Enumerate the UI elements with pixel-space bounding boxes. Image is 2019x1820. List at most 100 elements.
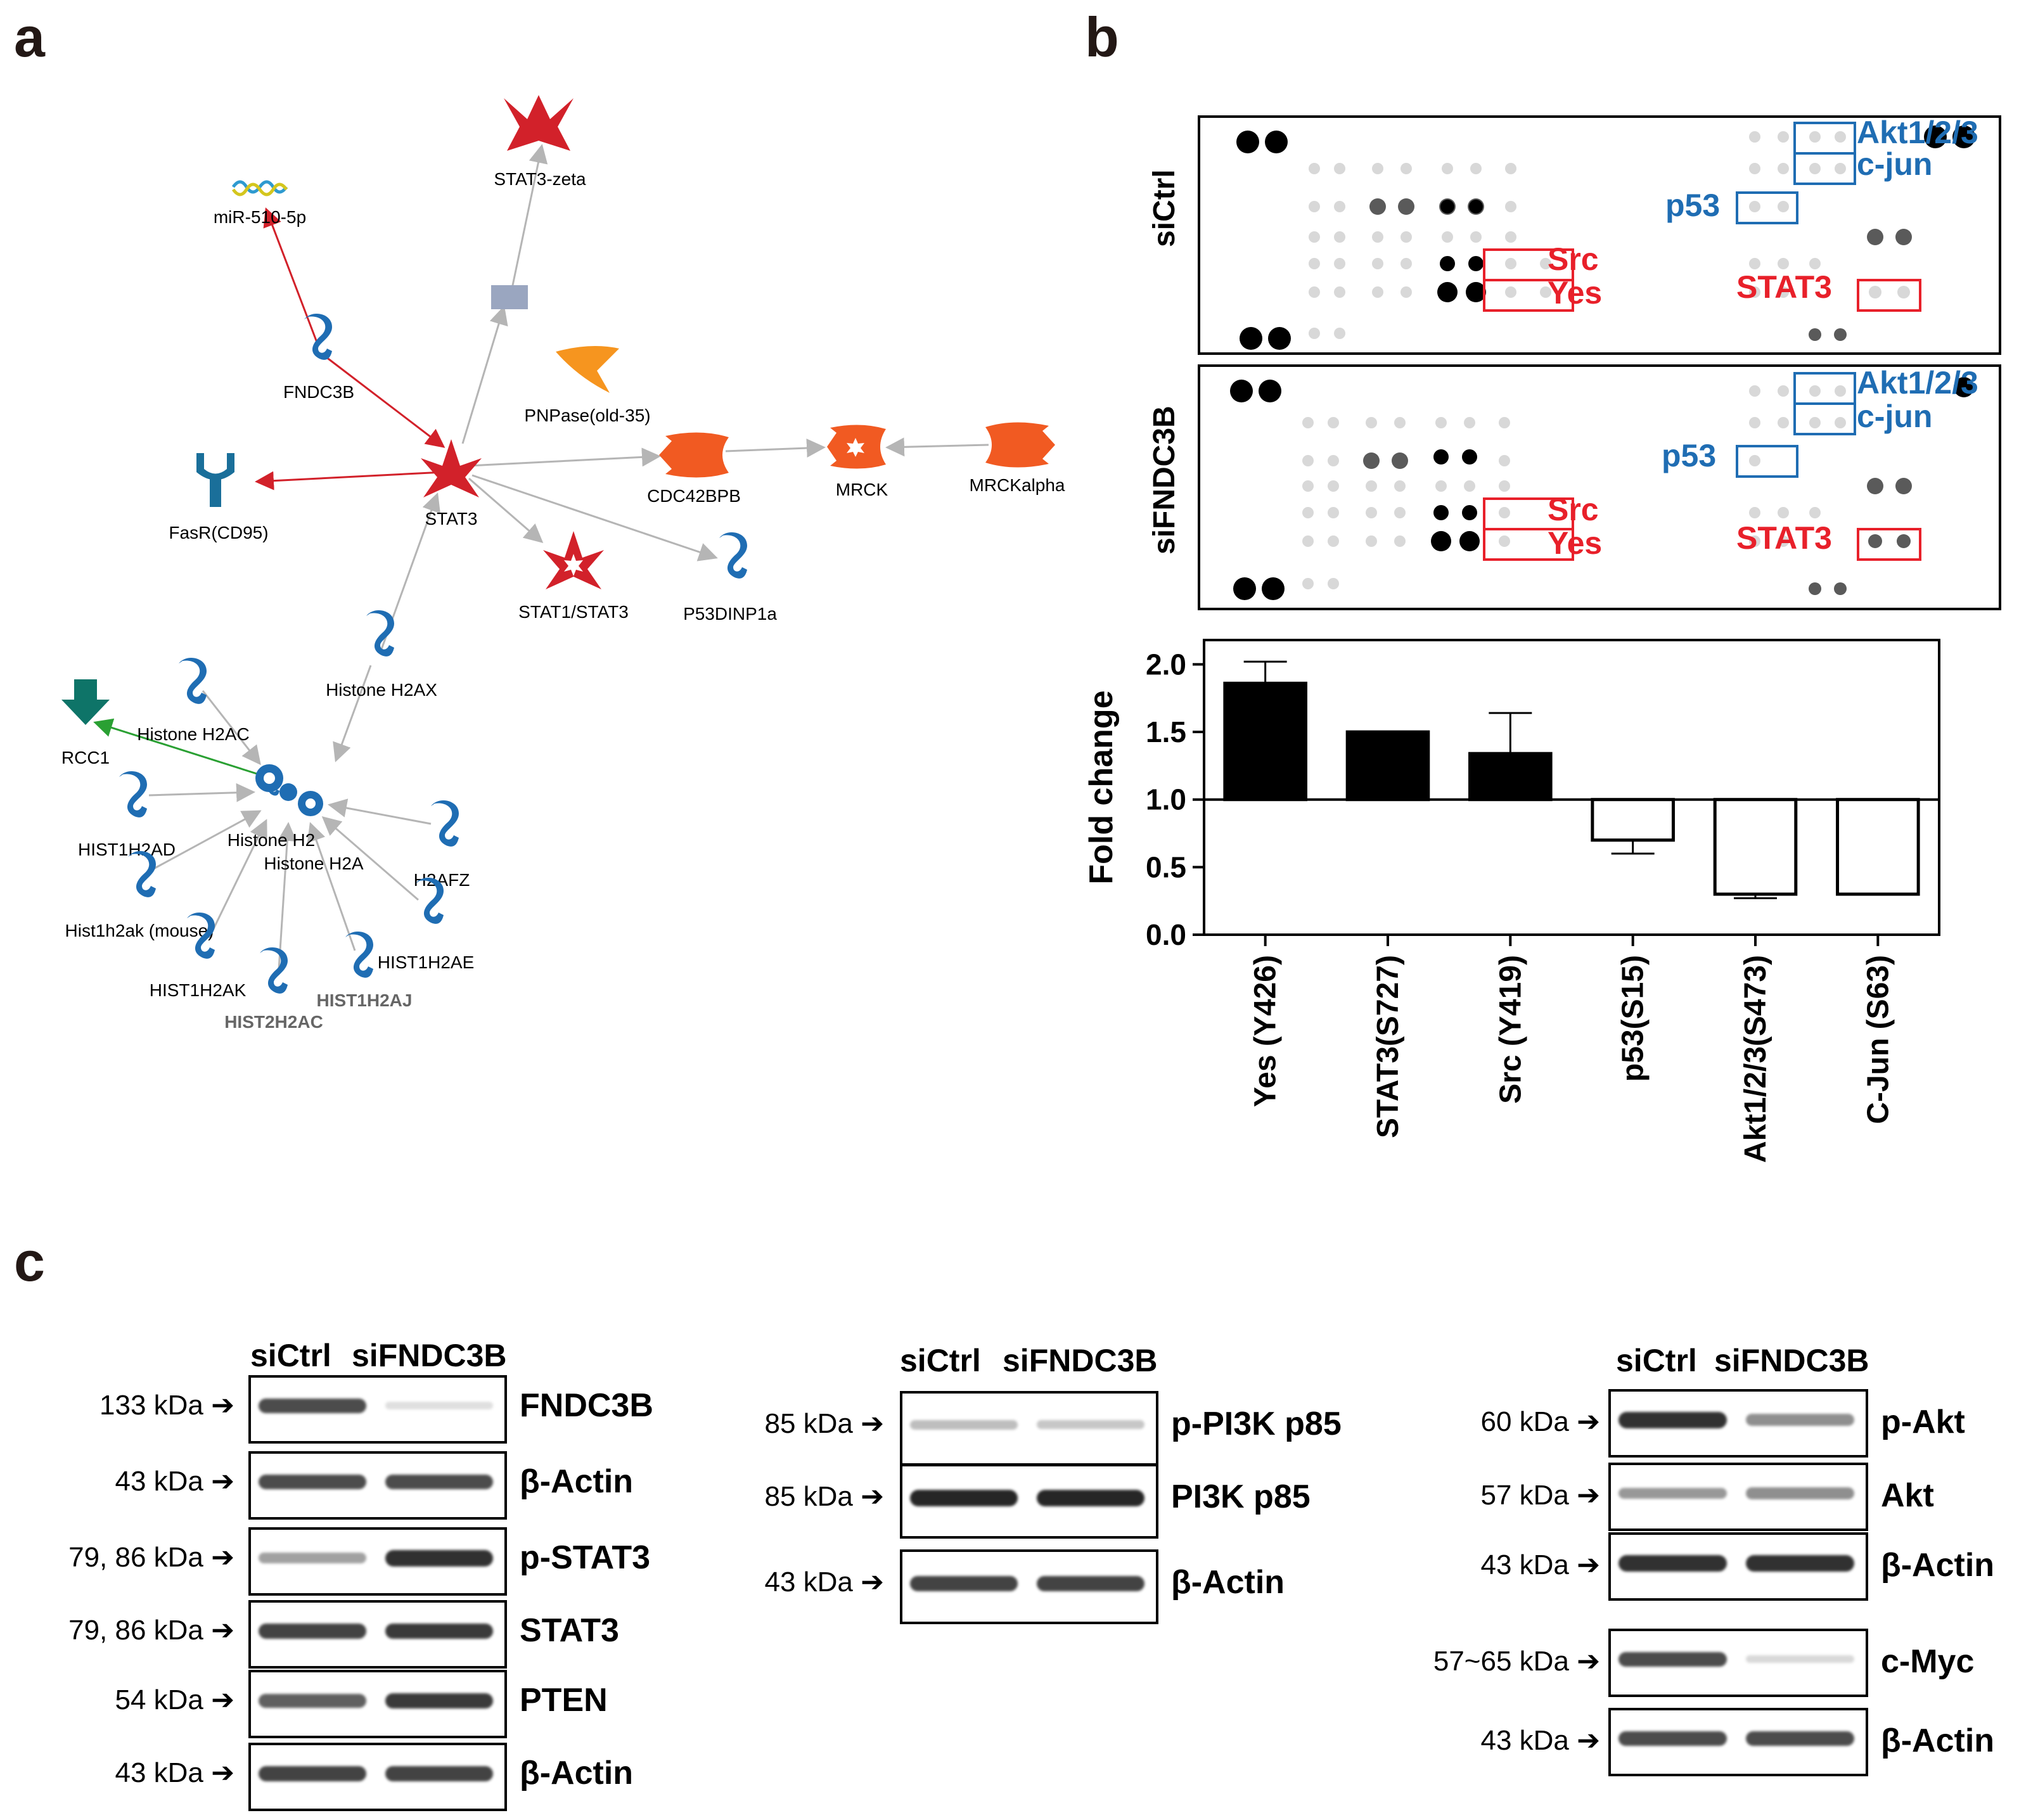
plot-frame (1203, 639, 1940, 936)
label-stat3-sictrl: STAT3 (1736, 269, 1832, 305)
protein-band (385, 1550, 493, 1567)
node-label-fndc3b: FNDC3B (283, 382, 354, 402)
molecular-weight-label: 85 kDa ➔ (764, 1408, 884, 1439)
protein-band (1746, 1655, 1854, 1663)
protein-band (1618, 1731, 1727, 1746)
edge-stat3-stat1 (468, 477, 544, 543)
protein-band (1618, 1555, 1727, 1572)
histone-h2ac-icon (179, 657, 207, 704)
molecular-weight-label: 133 kDa ➔ (99, 1390, 234, 1421)
x-tick-label: C-Jun (S63) (1861, 955, 1895, 1124)
bar (1591, 798, 1675, 842)
protein-label: PI3K p85 (1171, 1478, 1311, 1515)
node-label-hist1h2aj: HIST1H2AJ (317, 990, 413, 1010)
blot-strip (248, 1375, 507, 1444)
hist1h2aj-icon (345, 931, 373, 978)
label-stat3-sifndc3b: STAT3 (1736, 520, 1832, 556)
lane-label-sifndc3b-3: siFNDC3B (1714, 1343, 1869, 1378)
bar (1836, 798, 1920, 896)
stat3-zeta-icon (504, 95, 574, 151)
array-membrane-sictrl (1198, 115, 2001, 355)
label-yes-sifndc3b: Yes (1548, 525, 1603, 561)
pathway-network: miR-510-5p STAT3-zeta FNDC3B PNPase(old-… (61, 95, 1065, 1032)
stat1-stat3-icon (543, 531, 604, 589)
protein-band (1746, 1414, 1854, 1426)
blot-strip (1608, 1532, 1868, 1601)
molecular-weight-label: 57~65 kDa ➔ (1433, 1646, 1600, 1677)
y-tick-label: 0.5 (1146, 850, 1186, 883)
node-label-cdc42bpb: CDC42BPB (647, 486, 741, 506)
label-akt-sifndc3b: Akt1/2/3 (1857, 365, 1978, 401)
protein-label: p-PI3K p85 (1171, 1406, 1342, 1442)
edge-stat3-p53dinp1a (471, 474, 718, 561)
lane-label-sifndc3b-2: siFNDC3B (1003, 1343, 1158, 1378)
mrck-icon (827, 425, 886, 469)
network-edges (93, 144, 989, 970)
x-tick-label: Yes (Y426) (1249, 955, 1283, 1107)
molecular-weight-label: 79, 86 kDa ➔ (68, 1615, 234, 1646)
lane-label-sictrl-2: siCtrl (900, 1343, 981, 1378)
protein-band (259, 1623, 366, 1639)
blot-strip (1608, 1463, 1868, 1531)
x-tick-label: Akt1/2/3(S473) (1739, 955, 1772, 1163)
cdc42bpb-icon (659, 432, 729, 478)
edge-h2ae-hist (321, 816, 419, 901)
protein-band (1746, 1731, 1854, 1746)
protein-label: β-Actin (1881, 1547, 1995, 1584)
pnpase-icon (556, 346, 619, 393)
array-label-sifndc3b: siFNDC3B (1148, 406, 1181, 554)
protein-band (910, 1490, 1018, 1506)
y-axis-ticks: 0.00.51.01.52.0 (1146, 648, 1939, 951)
histone-h2ax-icon (366, 610, 394, 657)
edge-h2ax-hist (333, 665, 372, 762)
protein-band (385, 1693, 493, 1709)
molecular-weight-label: 43 kDa ➔ (1480, 1549, 1600, 1580)
blot-strip (248, 1527, 507, 1596)
label-src-sifndc3b: Src (1548, 492, 1599, 527)
protein-band (1746, 1487, 1854, 1499)
protein-band (1746, 1555, 1854, 1572)
bar (1468, 752, 1553, 802)
molecular-weight-label: 57 kDa ➔ (1480, 1480, 1600, 1511)
protein-label: p-Akt (1881, 1404, 1965, 1440)
protein-label: p-STAT3 (520, 1539, 651, 1576)
molecular-weight-label: 85 kDa ➔ (764, 1481, 884, 1512)
panel-label-a: a (14, 6, 45, 68)
bar (1345, 730, 1430, 802)
protein-band (259, 1399, 366, 1414)
node-label-hist1h2ak: HIST1H2AK (150, 980, 247, 1000)
label-akt-sictrl: Akt1/2/3 (1857, 115, 1978, 150)
blot-strip (900, 1464, 1158, 1539)
edge-h2aj-hist (307, 822, 356, 951)
rcc1-icon (61, 679, 110, 725)
edge-h2afz-hist (328, 798, 432, 825)
node-label-mrck: MRCK (836, 480, 888, 499)
protein-band (385, 1766, 493, 1781)
protein-label: β-Actin (520, 1463, 634, 1500)
molecular-weight-label: 43 kDa ➔ (1480, 1725, 1600, 1756)
x-tick-label: p53(S15) (1617, 955, 1650, 1082)
protein-band (1037, 1490, 1144, 1506)
blot-strip (1608, 1708, 1868, 1776)
node-label-hist1h2ak-mouse: Hist1h2ak (mouse) (65, 921, 214, 940)
protein-band (385, 1401, 493, 1410)
node-label-histone-h2: Histone H2 (228, 830, 316, 850)
fold-change-chart: 0.00.51.01.52.0 Yes (Y426)STAT3(S727)Src… (1083, 639, 1940, 1163)
protein-band (1037, 1420, 1144, 1430)
protein-band (259, 1475, 366, 1490)
node-label-fasr: FasR(CD95) (169, 523, 268, 542)
protein-label: FNDC3B (520, 1387, 653, 1424)
stat3-icon (421, 439, 482, 497)
node-label-pnpase: PNPase(old-35) (524, 406, 650, 425)
histone-complex-icon (255, 764, 323, 816)
y-axis-label: Fold change (1083, 690, 1120, 884)
blot-strip (1608, 1629, 1868, 1697)
bar (1223, 681, 1307, 802)
node-label-rcc1: RCC1 (61, 748, 110, 767)
edge-h2ak-hist (148, 810, 262, 873)
x-axis-labels: Yes (Y426)STAT3(S727)Src (Y419)p53(S15)A… (1249, 935, 1895, 1163)
node-label-mir: miR-510-5p (214, 207, 306, 227)
protein-label: STAT3 (520, 1612, 619, 1649)
edge-fndc3b-stat3 (323, 354, 445, 448)
h2afz-icon (431, 800, 459, 847)
